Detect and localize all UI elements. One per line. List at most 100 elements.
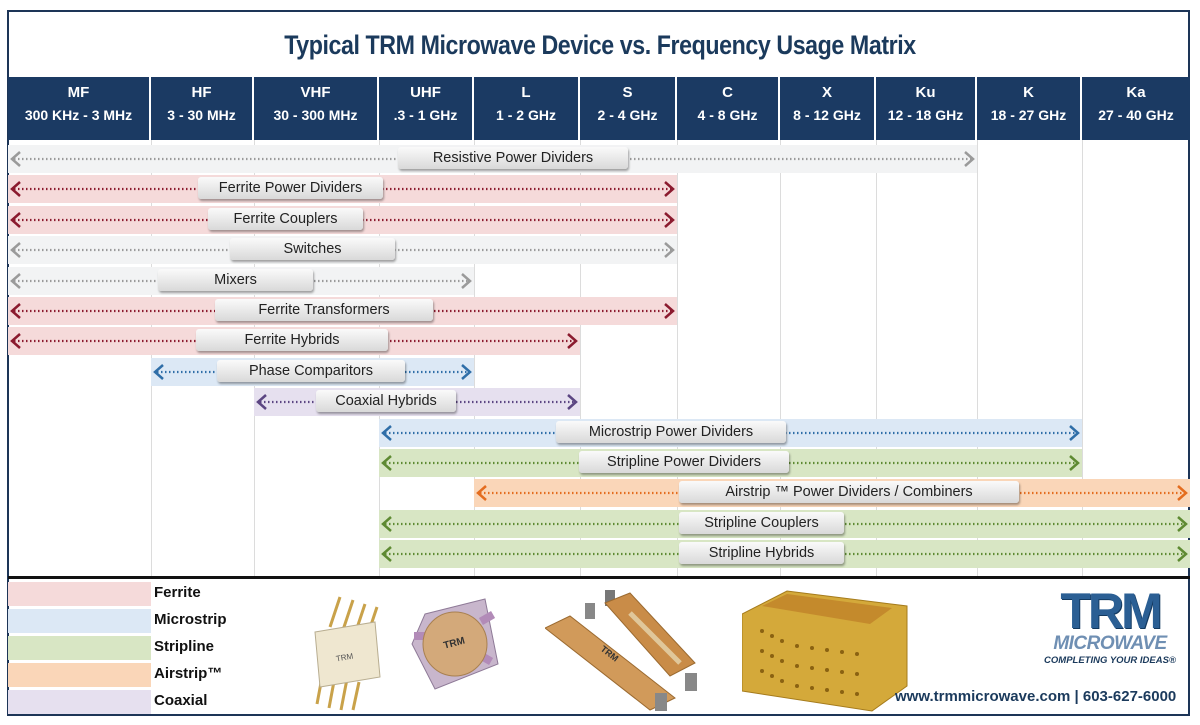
arrow-left-icon [153,363,164,380]
band-name: X [821,84,832,101]
arrow-right-icon [1069,455,1080,471]
arrow-right-icon [1069,424,1080,441]
device-label: Ferrite Power Dividers [198,177,383,200]
arrow-right-icon [567,394,578,411]
device-row: Ferrite Power Dividers [8,175,677,204]
legend-item-coaxial: Coaxial [8,690,207,714]
band-range: 2 - 4 GHz [597,107,658,123]
svg-text:TRM: TRM [442,635,466,651]
device-row: Coaxial Hybrids [254,388,580,417]
band-range: 27 - 40 GHz [1098,107,1174,123]
range-arrow [381,424,1080,441]
device-label: Ferrite Couplers [208,207,363,230]
band-header-x: X 8 - 12 GHz [780,77,876,140]
band-range: 12 - 18 GHz [887,107,964,123]
grid-line [580,140,581,577]
legend-item-microstrip: Microstrip [8,609,227,633]
band-name: K [1023,84,1034,101]
device-label: Phase Comparitors [217,359,405,382]
gold-pin-module-icon: TRM [314,596,381,711]
range-arrow [381,515,1188,532]
logo-brand: TRM [1060,583,1162,639]
band-name: UHF [410,84,441,101]
device-label: Stripline Couplers [679,511,844,534]
legend-swatch [8,690,151,714]
band-name: VHF [300,84,331,101]
device-row: Resistive Power Dividers [8,145,977,173]
arrow-right-icon [461,363,472,380]
arrow-right-icon [664,211,675,228]
device-label: Airstrip ™ Power Dividers / Combiners [679,481,1019,504]
device-row: Stripline Power Dividers [379,449,1082,477]
device-row: Switches [8,236,677,265]
contact-info[interactable]: www.trmmicrowave.com | 603-627-6000 [895,688,1177,705]
band-header-hf: HF 3 - 30 MHz [151,77,254,140]
arrow-left-icon [10,151,21,167]
band-name: S [622,84,633,101]
grid-line [1082,140,1083,577]
range-arrow [10,151,975,167]
legend-label: Stripline [154,638,215,655]
band-header-k: K 18 - 27 GHz [977,77,1082,140]
device-label: Ferrite Hybrids [196,329,388,352]
arrow-right-icon [1177,546,1188,563]
band-name: HF [191,84,212,101]
band-range: 30 - 300 MHz [273,107,358,123]
band-header-uhf: UHF.3 - 1 GHz [379,77,474,140]
device-row: Ferrite Transformers [8,297,677,325]
band-range: 300 KHz - 3 MHz [24,107,133,123]
legend-label: Microstrip [154,611,227,628]
arrow-right-icon [461,272,472,289]
grid-line [474,140,475,577]
combiner-assembly-icon [742,590,908,712]
range-arrow [381,455,1080,471]
band-range: 8 - 12 GHz [793,107,861,123]
device-label: Coaxial Hybrids [316,390,456,413]
device-row: Phase Comparitors [151,357,474,386]
trm-logo: TRM MICROWAVE COMPLETING YOUR IDEAS® [1040,583,1180,668]
logo-tagline: COMPLETING YOUR IDEAS® [1044,655,1176,666]
band-range: 3 - 30 MHz [167,107,236,123]
arrow-right-icon [964,151,975,167]
arrow-right-icon [1177,515,1188,532]
device-row: Airstrip ™ Power Dividers / Combiners [474,479,1190,508]
arrow-left-icon [10,303,21,319]
device-label: Mixers [158,268,313,291]
arrow-left-icon [10,333,21,350]
logo-sub: MICROWAVE [1053,633,1167,654]
device-row: Ferrite Hybrids [8,327,580,356]
band-header-s: S 2 - 4 GHz [580,77,677,140]
arrow-right-icon [567,333,578,350]
band-range: 1 - 2 GHz [496,107,556,123]
legend-item-stripline: Stripline [8,636,214,660]
arrow-left-icon [256,394,267,411]
device-label: Switches [230,238,395,261]
range-arrow [153,363,472,380]
band-name: C [722,84,733,101]
grid-line [780,140,781,577]
grid-line [677,140,678,577]
band-name: L [521,84,531,101]
device-label: Ferrite Transformers [215,299,433,321]
arrow-left-icon [476,485,487,502]
arrow-left-icon [381,455,392,471]
band-range: 18 - 27 GHz [990,107,1067,123]
band-range: 4 - 8 GHz [697,107,758,123]
legend-divider [8,576,1190,579]
arrow-left-icon [381,546,392,563]
device-row: Mixers [8,266,474,295]
legend-item-airstrip: Airstrip™ [8,663,222,687]
band-header-c: C 4 - 8 GHz [677,77,780,140]
legend-swatch [8,636,151,660]
arrow-left-icon [10,181,21,198]
grid-line [977,140,978,577]
arrow-right-icon [664,303,675,319]
legend-label: Airstrip™ [154,665,223,682]
legend-label: Coaxial [154,692,208,709]
arrow-right-icon [1177,485,1188,502]
arrow-right-icon [664,181,675,198]
range-arrow [381,546,1188,563]
